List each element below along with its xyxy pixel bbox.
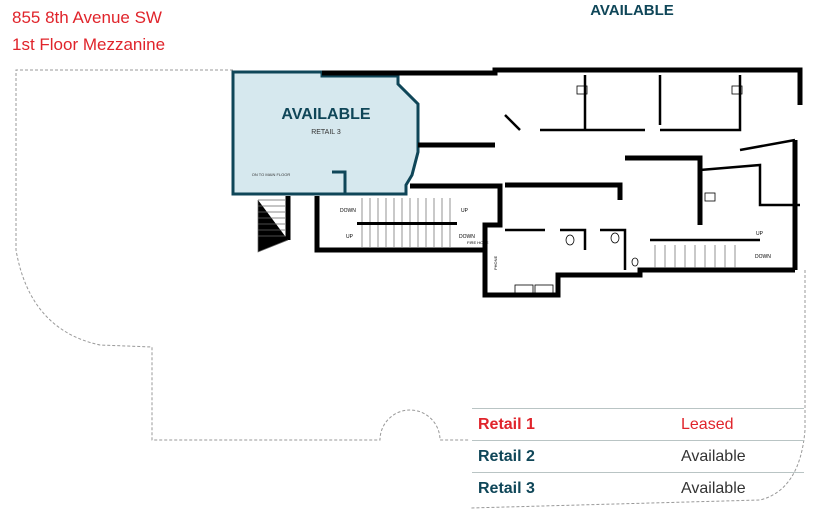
legend-unit-status: Available (681, 447, 746, 465)
legend-row-retail-2[interactable]: Retail 2 Available (472, 440, 804, 472)
site-boundary (15, 69, 806, 509)
address-title: 855 8th Avenue SW (12, 8, 162, 27)
stair-up-label: UP (346, 234, 354, 240)
stair-down-label: DOWN (755, 254, 771, 260)
phone-label: PHONE (493, 255, 498, 270)
legend-unit-name: Retail 2 (478, 447, 535, 465)
legend-row-retail-3[interactable]: Retail 3 Available (472, 472, 804, 504)
fire-hose-label: FIRE HOSE (467, 240, 489, 245)
unit-name-label: RETAIL 3 (311, 129, 341, 136)
stair-up-label: UP (461, 208, 469, 214)
fixtures (514, 85, 743, 296)
unit-status-label: AVAILABLE (281, 106, 371, 123)
stair-down-label: DOWN (459, 234, 475, 240)
unit-legend: Retail 1 Leased Retail 2 Available Retai… (472, 408, 804, 504)
legend-row-retail-1[interactable]: Retail 1 Leased (472, 408, 804, 440)
stair-down-label: DOWN (340, 208, 356, 214)
floor-title: 1st Floor Mezzanine (12, 35, 166, 54)
legend-unit-name: Retail 3 (478, 479, 535, 497)
stair-up-label: UP (756, 231, 764, 237)
top-cut-label: AVAILABLE (590, 2, 674, 19)
legend-unit-status: Available (681, 479, 746, 497)
stair-note: ON TO MAIN FLOOR (252, 172, 291, 177)
legend-unit-status: Leased (681, 415, 734, 433)
legend-unit-name: Retail 1 (478, 415, 535, 433)
walls (285, 67, 803, 298)
